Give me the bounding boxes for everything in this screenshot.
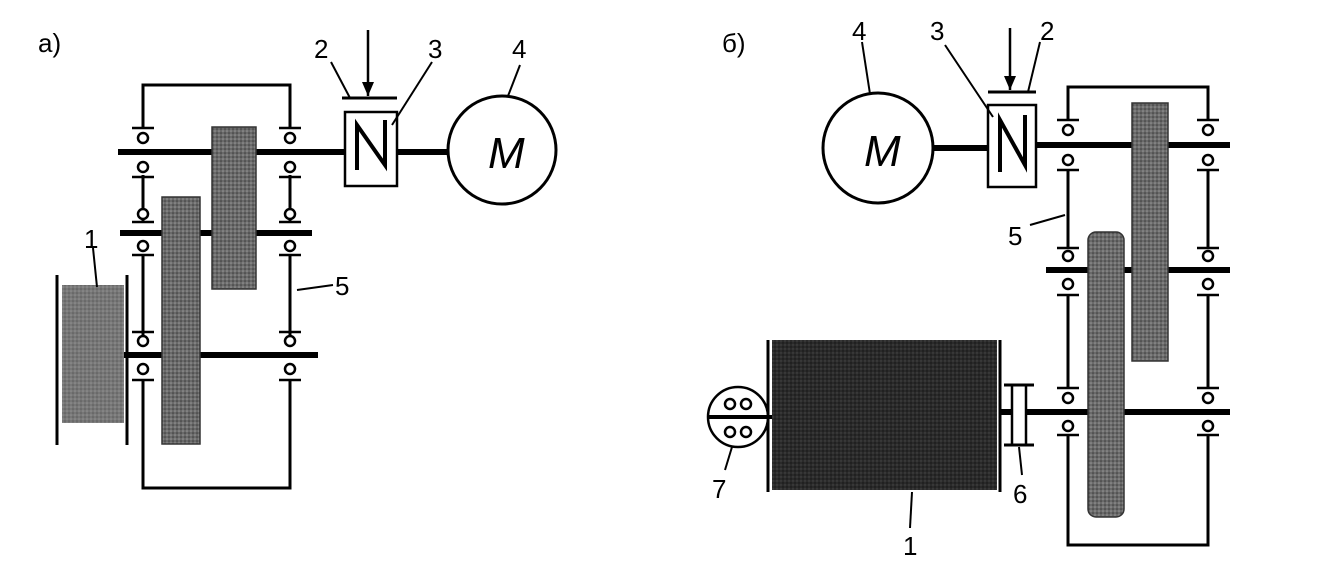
motor-b: M <box>821 91 935 205</box>
label-brake-a: 3 <box>428 34 442 64</box>
coupling-b <box>1000 383 1034 447</box>
label-brake-lever-b: 2 <box>1040 16 1054 46</box>
label-motor-b: 4 <box>852 16 866 46</box>
label-brake-b: 3 <box>930 16 944 46</box>
brake-a <box>342 30 448 188</box>
motor-symbol-b: M <box>864 127 901 176</box>
label-coupling-b: 6 <box>1013 479 1027 509</box>
motor-a: M <box>446 94 558 206</box>
label-drum-a: 1 <box>84 224 98 254</box>
gear-lower-a <box>161 196 201 445</box>
shafts-b <box>1030 142 1230 415</box>
panel-label-b: б) <box>722 28 746 58</box>
gear-lower-b <box>1087 231 1125 518</box>
sheave-b <box>706 385 772 449</box>
diagram-a: а) <box>38 28 558 490</box>
gear-upper-b <box>1131 102 1169 362</box>
label-drum-b: 1 <box>903 531 917 561</box>
bearings-b <box>1057 118 1219 437</box>
label-brake-lever-a: 2 <box>314 34 328 64</box>
bearings-a <box>132 126 301 382</box>
frame-a <box>141 83 292 490</box>
label-motor-a: 4 <box>512 34 526 64</box>
label-frame-b: 5 <box>1008 221 1022 251</box>
panel-label-a: а) <box>38 28 61 58</box>
label-sheave-b: 7 <box>712 474 726 504</box>
diagram-b: б) M <box>706 16 1230 561</box>
frame-b <box>1066 85 1210 547</box>
gear-upper-a <box>211 126 257 290</box>
brake-b <box>933 28 1038 189</box>
motor-symbol-a: M <box>488 129 525 178</box>
drum-b <box>766 340 1002 492</box>
label-frame-a: 5 <box>335 271 349 301</box>
leaders-a <box>92 61 521 291</box>
leaders-b <box>724 41 1066 529</box>
drum-a <box>55 275 129 445</box>
